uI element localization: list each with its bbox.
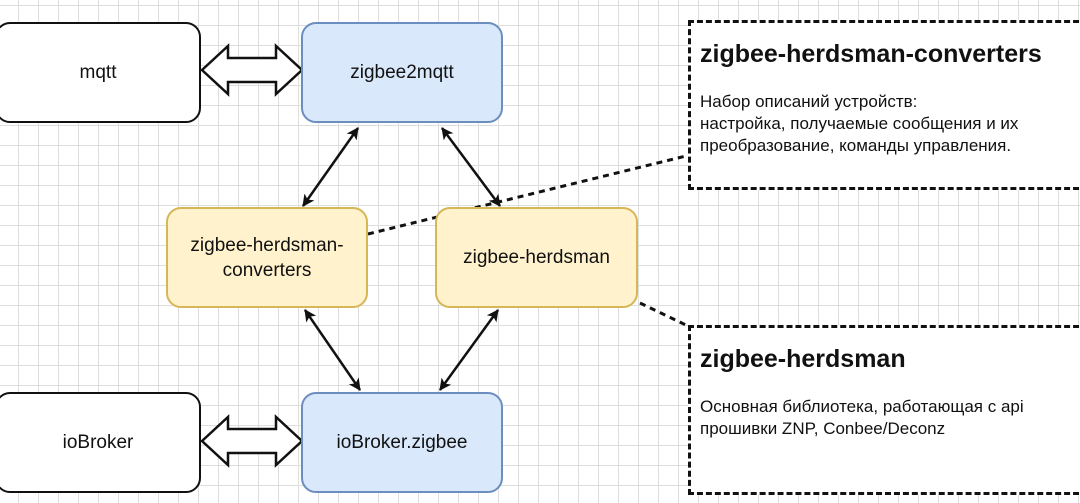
zigbee2mqtt-label: zigbee2mqtt <box>350 62 454 83</box>
zigbee2mqtt-node[interactable]: zigbee2mqtt <box>301 22 503 123</box>
converters-note-text: Набор описаний устройств: настройка, пол… <box>700 92 1019 155</box>
converters-note-link <box>367 153 691 236</box>
converters-iobroker-zigbee-arrow <box>303 309 362 391</box>
mqtt-label: mqtt <box>79 62 117 83</box>
iobroker-node[interactable]: ioBroker <box>0 392 201 493</box>
zigbee2mqtt-converters-arrow <box>301 127 360 207</box>
zigbee-herdsman-converters-label: zigbee-herdsman- converters <box>190 234 344 281</box>
zigbee-herdsman-node[interactable]: zigbee-herdsman <box>435 207 638 308</box>
herdsman-iobroker-zigbee-arrow <box>438 309 500 391</box>
zigbee2mqtt-herdsman-arrow <box>440 127 502 207</box>
converters-note: zigbee-herdsman-converters Набор описани… <box>688 20 1080 190</box>
herdsman-note-text: Основная библиотека, работающая с api пр… <box>700 397 1024 438</box>
zigbee-herdsman-label: zigbee-herdsman <box>463 247 610 268</box>
mqtt-zigbee2mqtt-double-arrow <box>200 43 304 97</box>
iobroker-zigbee-label: ioBroker.zigbee <box>336 432 468 453</box>
converters-note-title: zigbee-herdsman-converters <box>700 40 1042 68</box>
herdsman-note-title: zigbee-herdsman <box>700 345 906 373</box>
mqtt-node[interactable]: mqtt <box>0 22 201 123</box>
herdsman-note-link <box>639 301 689 328</box>
iobroker-label: ioBroker <box>62 432 134 453</box>
herdsman-note: zigbee-herdsman Основная библиотека, раб… <box>688 325 1080 495</box>
zigbee-herdsman-converters-node[interactable]: zigbee-herdsman- converters <box>166 207 368 308</box>
iobroker-iobroker-zigbee-double-arrow <box>200 414 304 468</box>
iobroker-zigbee-node[interactable]: ioBroker.zigbee <box>301 392 503 493</box>
